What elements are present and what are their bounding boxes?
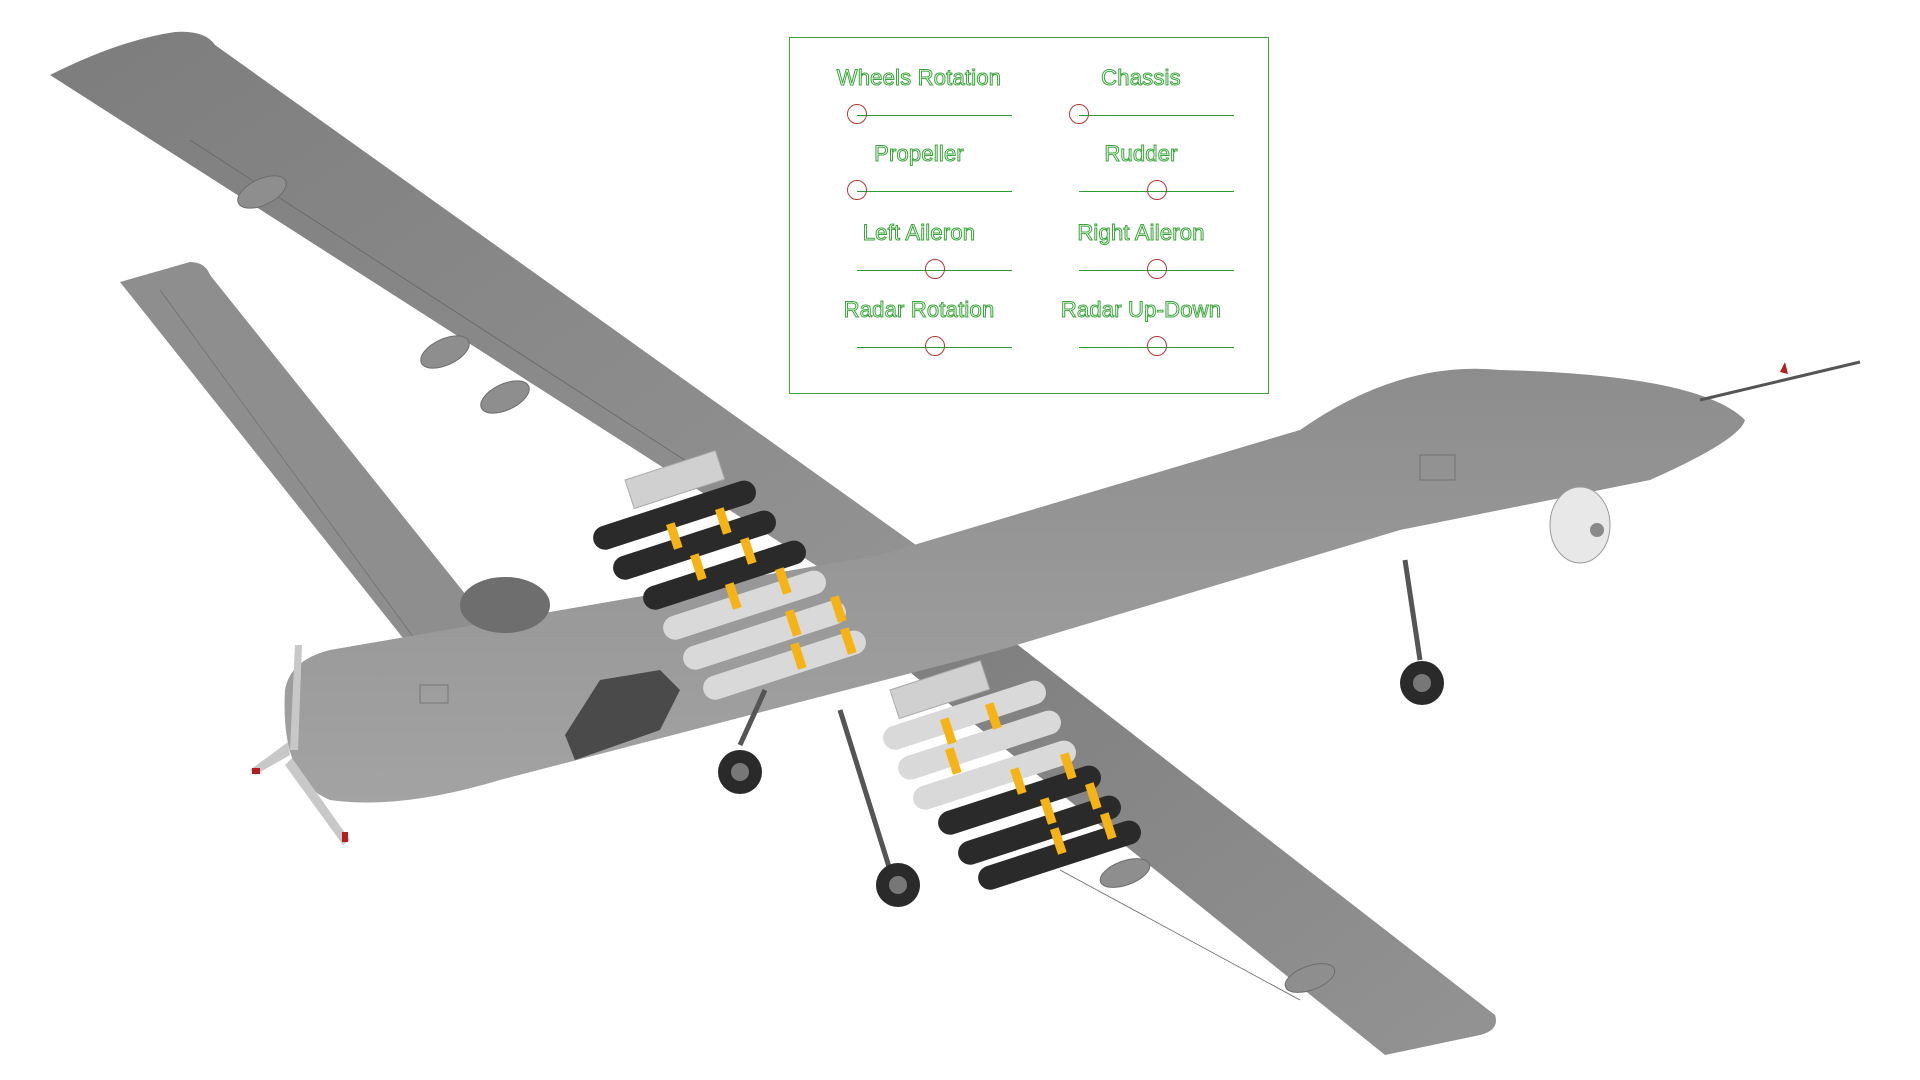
slider-chassis: Chassis [1046,65,1236,125]
engine-intake [460,577,550,633]
propeller [250,645,350,845]
slider-label: Left Aileron [862,220,976,246]
slider-radar-up-down: Radar Up-Down [1046,297,1236,357]
slider-knob[interactable] [925,336,945,356]
slider-label: Radar Rotation [843,297,995,323]
radar-sensor [1549,486,1611,564]
right-wing [870,600,1496,1055]
slider-left-aileron: Left Aileron [824,220,1014,280]
missile-pod-lower [883,660,1141,890]
animation-control-panel: Wheels Rotation Chassis Propeller Rudder… [789,37,1269,394]
slider-label: Radar Up-Down [1060,297,1222,323]
slider-knob[interactable] [847,180,867,200]
slider-right-aileron: Right Aileron [1046,220,1236,280]
slider-label: Propeller [874,141,965,167]
slider-propeller: Propeller [824,141,1014,201]
missile-pod-upper [593,450,866,700]
slider-label: Rudder [1104,141,1178,167]
slider-track[interactable] [1079,115,1234,116]
slider-knob[interactable] [1147,259,1167,279]
landing-gear [737,559,1423,871]
slider-track[interactable] [857,115,1012,116]
slider-wheels-rotation: Wheels Rotation [824,65,1014,125]
slider-knob[interactable] [925,259,945,279]
slider-label: Right Aileron [1077,220,1205,246]
slider-knob[interactable] [1147,336,1167,356]
slider-knob[interactable] [847,104,867,124]
slider-radar-rotation: Radar Rotation [824,297,1014,357]
slider-knob[interactable] [1069,104,1089,124]
slider-label: Wheels Rotation [836,65,1002,91]
slider-rudder: Rudder [1046,141,1236,201]
tail-fin [120,262,490,672]
nose-probe [1699,360,1861,402]
slider-knob[interactable] [1147,180,1167,200]
wheels [718,661,1444,907]
fuselage [284,368,1746,803]
slider-track[interactable] [857,191,1012,192]
slider-label: Chassis [1101,65,1181,91]
